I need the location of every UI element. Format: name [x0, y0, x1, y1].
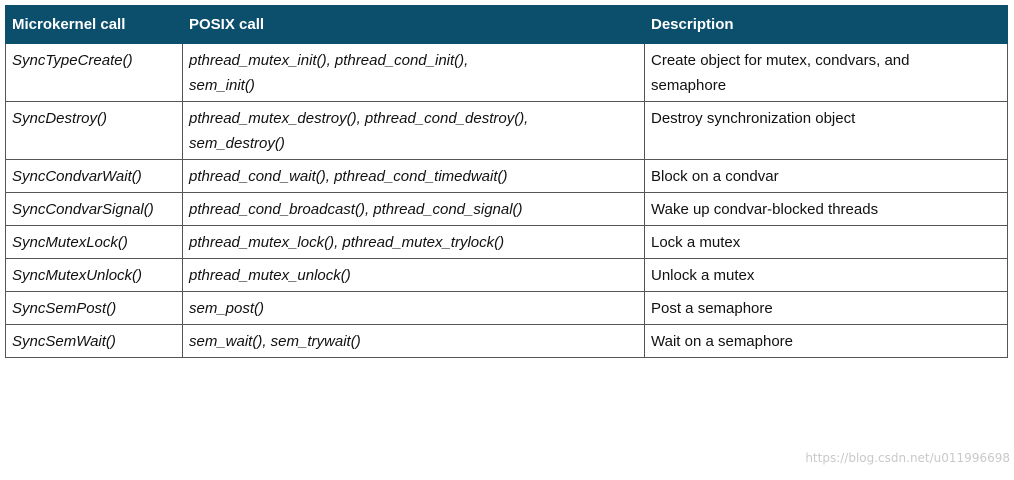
header-description: Description	[644, 5, 1008, 44]
table-row: SyncTypeCreate() pthread_mutex_init(), p…	[5, 43, 1008, 102]
table-header-row: Microkernel call POSIX call Description	[5, 5, 1008, 44]
description-line: semaphore	[651, 77, 727, 94]
sync-calls-table-container: Microkernel call POSIX call Description …	[5, 5, 1008, 358]
posix-call-line: pthread_mutex_destroy(), pthread_cond_de…	[189, 110, 529, 127]
table-row: SyncCondvarSignal() pthread_cond_broadca…	[5, 192, 1008, 226]
posix-call-cell: pthread_mutex_lock(), pthread_mutex_tryl…	[182, 225, 645, 259]
posix-call-line: sem_init()	[189, 77, 255, 94]
posix-call-line: sem_destroy()	[189, 135, 285, 152]
microkernel-call-cell: SyncSemWait()	[5, 324, 183, 358]
watermark-text: https://blog.csdn.net/u011996698	[805, 451, 1010, 465]
description-cell: Unlock a mutex	[644, 258, 1008, 292]
description-cell: Post a semaphore	[644, 291, 1008, 325]
sync-calls-table: Microkernel call POSIX call Description …	[5, 5, 1008, 358]
description-line: Create object for mutex, condvars, and	[651, 52, 910, 69]
microkernel-call-cell: SyncTypeCreate()	[5, 43, 183, 102]
header-microkernel-call: Microkernel call	[5, 5, 183, 44]
posix-call-cell: pthread_mutex_unlock()	[182, 258, 645, 292]
description-cell: Block on a condvar	[644, 159, 1008, 193]
posix-call-cell: sem_post()	[182, 291, 645, 325]
microkernel-call-cell: SyncCondvarSignal()	[5, 192, 183, 226]
table-row: SyncDestroy() pthread_mutex_destroy(), p…	[5, 101, 1008, 160]
posix-call-line: pthread_mutex_init(), pthread_cond_init(…	[189, 52, 469, 69]
table-row: SyncMutexLock() pthread_mutex_lock(), pt…	[5, 225, 1008, 259]
description-cell: Wait on a semaphore	[644, 324, 1008, 358]
microkernel-call-cell: SyncMutexLock()	[5, 225, 183, 259]
header-posix-call: POSIX call	[182, 5, 645, 44]
table-row: SyncSemWait() sem_wait(), sem_trywait() …	[5, 324, 1008, 358]
posix-call-cell: sem_wait(), sem_trywait()	[182, 324, 645, 358]
posix-call-cell: pthread_mutex_init(), pthread_cond_init(…	[182, 43, 645, 102]
description-cell: Destroy synchronization object	[644, 101, 1008, 160]
posix-call-cell: pthread_cond_broadcast(), pthread_cond_s…	[182, 192, 645, 226]
table-row: SyncSemPost() sem_post() Post a semaphor…	[5, 291, 1008, 325]
microkernel-call-cell: SyncDestroy()	[5, 101, 183, 160]
posix-call-cell: pthread_mutex_destroy(), pthread_cond_de…	[182, 101, 645, 160]
table-row: SyncMutexUnlock() pthread_mutex_unlock()…	[5, 258, 1008, 292]
description-cell: Create object for mutex, condvars, and s…	[644, 43, 1008, 102]
table-row: SyncCondvarWait() pthread_cond_wait(), p…	[5, 159, 1008, 193]
microkernel-call-cell: SyncMutexUnlock()	[5, 258, 183, 292]
description-cell: Lock a mutex	[644, 225, 1008, 259]
microkernel-call-cell: SyncCondvarWait()	[5, 159, 183, 193]
posix-call-cell: pthread_cond_wait(), pthread_cond_timedw…	[182, 159, 645, 193]
description-line: Destroy synchronization object	[651, 110, 856, 127]
description-cell: Wake up condvar-blocked threads	[644, 192, 1008, 226]
microkernel-call-cell: SyncSemPost()	[5, 291, 183, 325]
